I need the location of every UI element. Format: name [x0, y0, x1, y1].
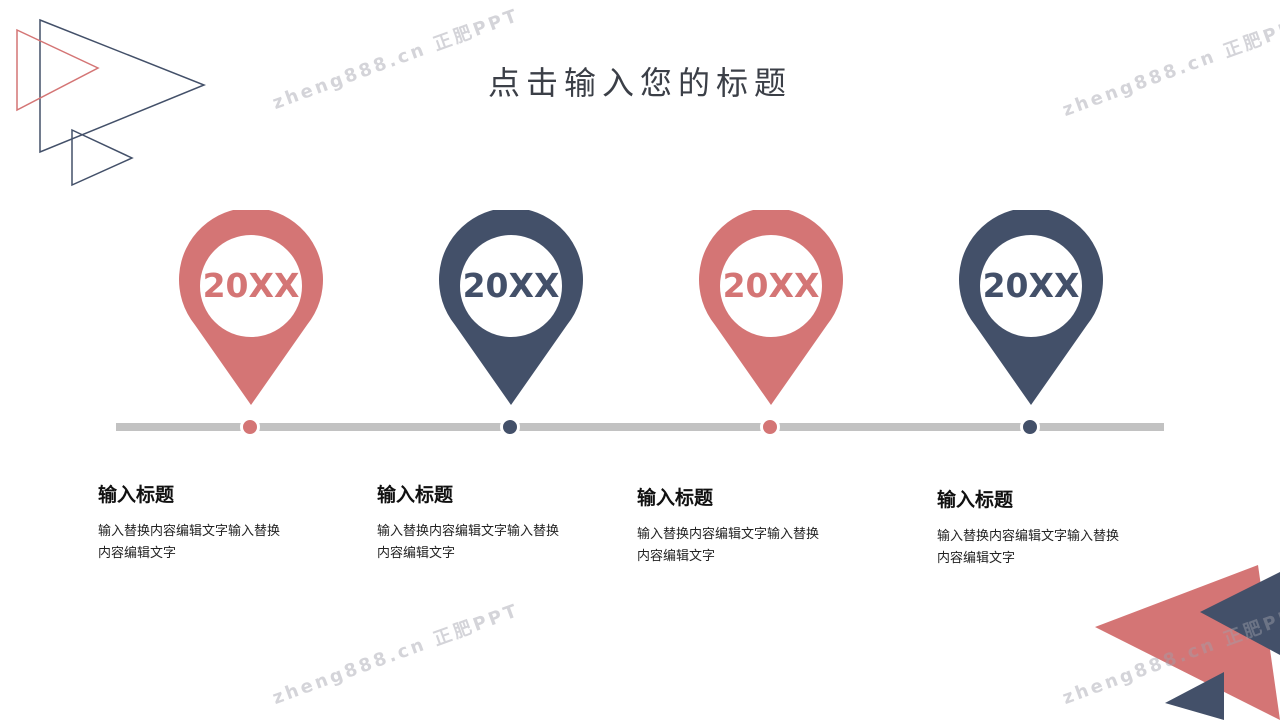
milestone-pin-4: 20XX [959, 210, 1103, 405]
filled-triangle-navy [1200, 572, 1280, 655]
timeline-dot [1020, 417, 1040, 437]
milestone-pin-2: 20XX [439, 210, 583, 405]
outline-triangle-large [39, 18, 207, 154]
milestone-text-3: 输入标题 输入替换内容编辑文字输入替换内容编辑文字 [637, 483, 827, 568]
timeline-dot [760, 417, 780, 437]
milestone-text-4: 输入标题 输入替换内容编辑文字输入替换内容编辑文字 [937, 485, 1127, 570]
filled-triangle-navy-small [1165, 672, 1224, 720]
milestone-heading: 输入标题 [637, 487, 714, 509]
outline-triangle-small [71, 128, 134, 187]
page-title: 点击输入您的标题 [487, 64, 792, 102]
milestone-heading: 输入标题 [98, 484, 175, 506]
map-pin-icon [179, 210, 323, 405]
milestone-year: 20XX [982, 266, 1080, 305]
milestone-description: 输入替换内容编辑文字输入替换内容编辑文字 [937, 529, 1120, 566]
milestone-pin-3: 20XX [699, 210, 843, 405]
outline-triangle-pink [16, 28, 100, 112]
map-pin-icon [959, 210, 1103, 405]
milestone-description: 输入替换内容编辑文字输入替换内容编辑文字 [377, 524, 560, 561]
map-pin-icon [699, 210, 843, 405]
milestone-heading: 输入标题 [937, 489, 1014, 511]
milestone-heading: 输入标题 [377, 484, 454, 506]
milestone-pin-1: 20XX [179, 210, 323, 405]
timeline-dot [500, 417, 520, 437]
timeline-line [116, 423, 1164, 431]
milestone-description: 输入替换内容编辑文字输入替换内容编辑文字 [637, 527, 820, 564]
milestone-text-2: 输入标题 输入替换内容编辑文字输入替换内容编辑文字 [377, 480, 567, 565]
timeline-dot [240, 417, 260, 437]
milestone-description: 输入替换内容编辑文字输入替换内容编辑文字 [98, 524, 281, 561]
milestone-year: 20XX [462, 266, 560, 305]
milestone-year: 20XX [722, 266, 820, 305]
milestone-year: 20XX [202, 266, 300, 305]
map-pin-icon [439, 210, 583, 405]
milestone-text-1: 输入标题 输入替换内容编辑文字输入替换内容编辑文字 [98, 480, 288, 565]
